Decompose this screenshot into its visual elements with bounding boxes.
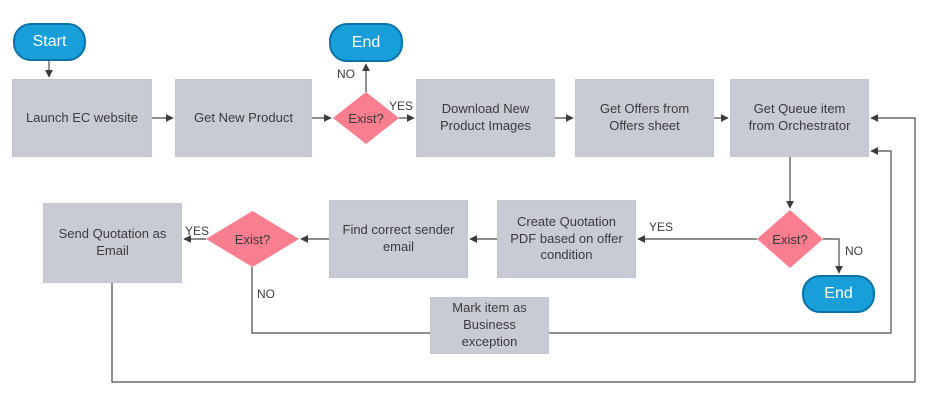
flow-node-get-queue-item: Get Queue item from Orchestrator bbox=[730, 79, 869, 157]
flow-node-send-quotation: Send Quotation as Email bbox=[43, 203, 182, 283]
flow-node-mark-exception: Mark item as Business exception bbox=[430, 297, 549, 354]
edge-exist2-no-end bbox=[823, 238, 843, 274]
edge-exist3-no-markexc-loop bbox=[251, 147, 892, 334]
flow-node-get-offers: Get Offers from Offers sheet bbox=[575, 79, 714, 157]
flow-node-launch-website-label: Launch EC website bbox=[25, 109, 138, 125]
flow-node-create-pdf: Create Quotation PDF based on offer cond… bbox=[497, 200, 636, 278]
edge-sendquote-loop bbox=[111, 114, 916, 383]
edge-label-product-no: NO bbox=[337, 67, 355, 81]
flow-node-get-queue-item-label: Get Queue item from Orchestrator bbox=[748, 101, 851, 133]
flow-node-end-right: End bbox=[802, 275, 875, 313]
flow-node-download-images-label: Download New Product Images bbox=[439, 101, 532, 133]
flow-node-get-new-product: Get New Product bbox=[175, 79, 312, 157]
flow-node-launch-website: Launch EC website bbox=[12, 79, 152, 157]
edge-label-queue-yes: YES bbox=[649, 220, 674, 234]
flow-node-download-images: Download New Product Images bbox=[416, 79, 555, 157]
flow-node-end-top-label: End bbox=[351, 33, 381, 51]
flow-node-find-sender-label: Find correct sender email bbox=[342, 222, 455, 254]
flow-node-get-new-product-label: Get New Product bbox=[194, 109, 293, 125]
flow-node-send-quotation-label: Send Quotation as Email bbox=[58, 226, 167, 258]
flow-node-exist-queue-label: Exist? bbox=[772, 231, 808, 247]
edge-label-product-yes: YES bbox=[389, 99, 414, 113]
flow-node-create-pdf-label: Create Quotation PDF based on offer cond… bbox=[510, 213, 623, 263]
edge-label-sender-yes: YES bbox=[185, 224, 210, 238]
flow-node-start-label: Start bbox=[32, 33, 67, 50]
flow-node-get-offers-label: Get Offers from Offers sheet bbox=[599, 101, 690, 133]
edge-label-queue-no: NO bbox=[845, 244, 863, 258]
flow-node-exist-product-label: Exist? bbox=[348, 110, 384, 126]
flow-node-find-sender: Find correct sender email bbox=[329, 200, 468, 278]
flow-node-end-right-label: End bbox=[824, 285, 853, 302]
flow-node-start: Start bbox=[13, 23, 86, 61]
flow-node-end-top: End bbox=[329, 23, 403, 62]
edge-label-sender-no: NO bbox=[257, 287, 275, 301]
flow-node-mark-exception-label: Mark item as Business exception bbox=[452, 300, 527, 349]
flow-node-exist-sender-label: Exist? bbox=[234, 231, 271, 247]
